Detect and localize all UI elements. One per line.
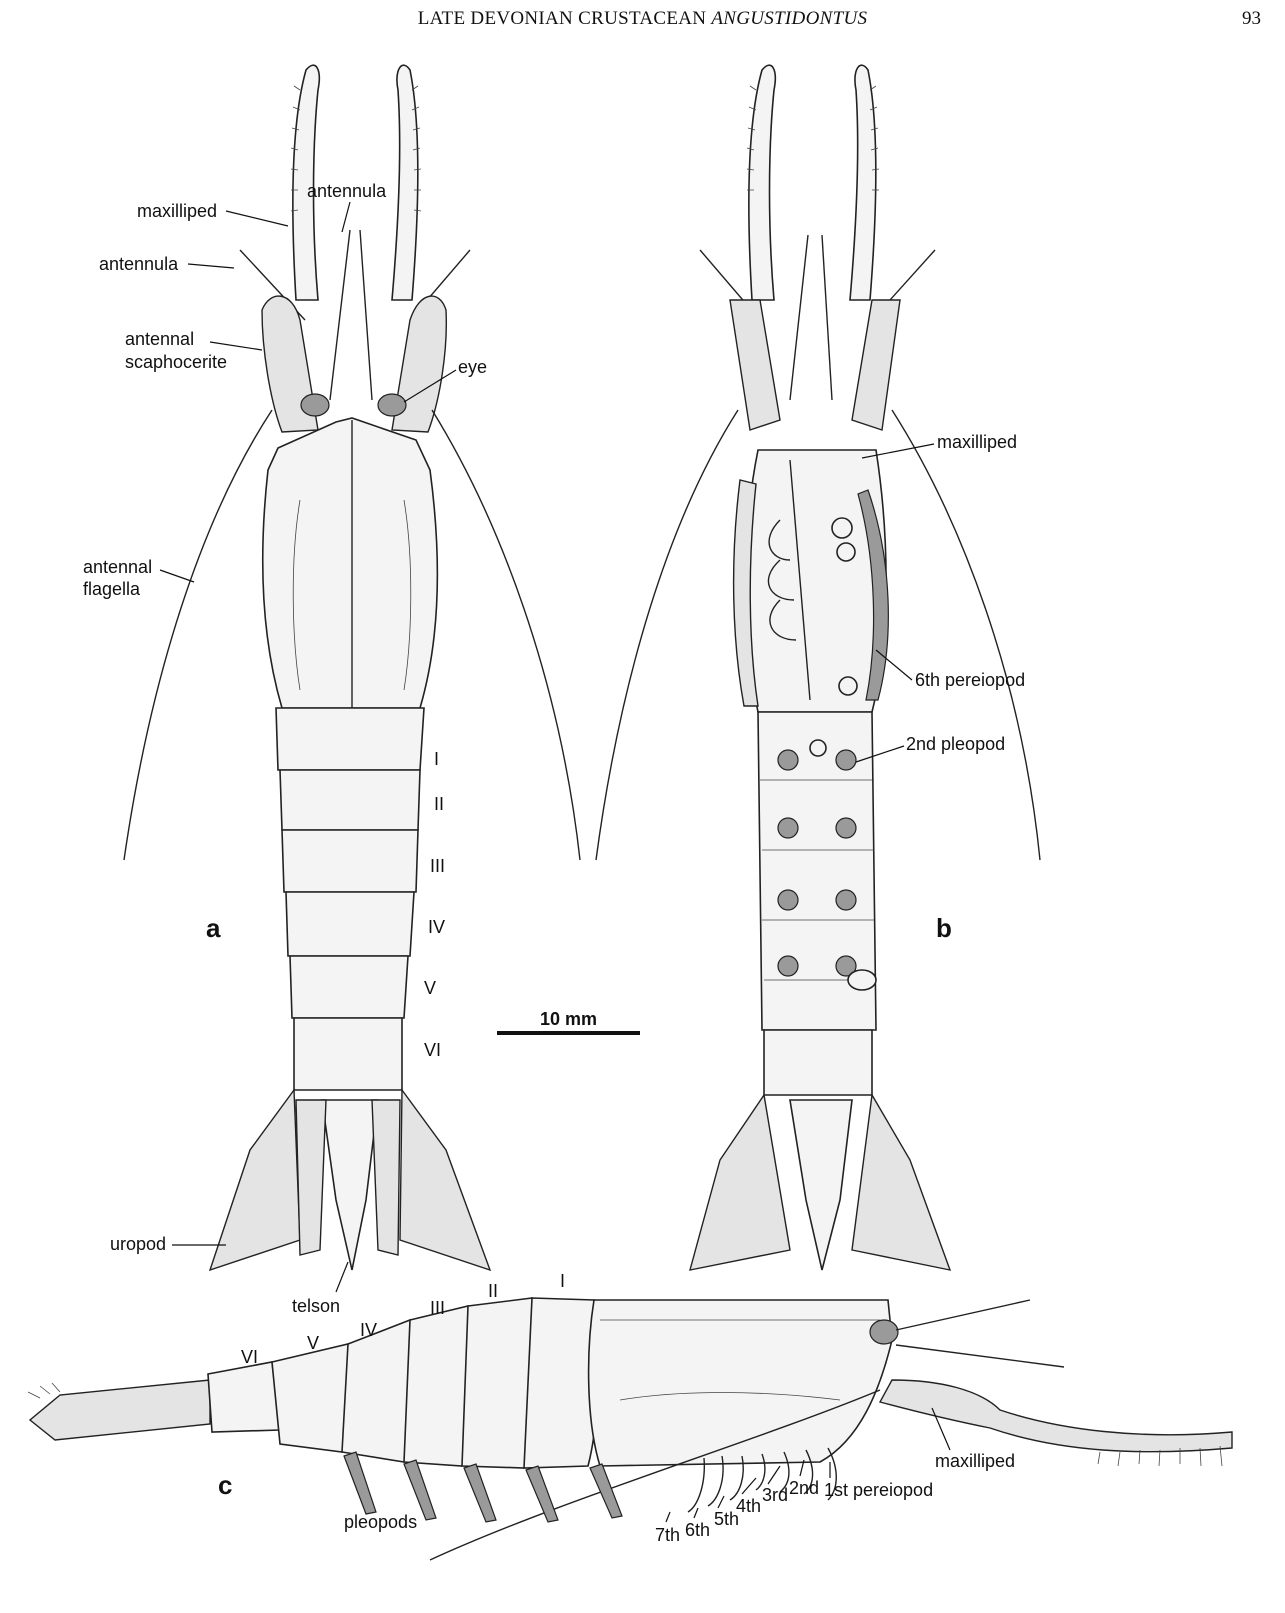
label-c-1st-pereiopod: 1st pereiopod <box>824 1480 933 1500</box>
label-c-segment-1: I <box>560 1271 565 1291</box>
scale-bar-label: 10 mm <box>540 1009 597 1029</box>
label-a-eye: eye <box>458 357 487 377</box>
label-c-maxilliped: maxilliped <box>935 1451 1015 1471</box>
label-b-6th-pereiopod: 6th pereiopod <box>915 670 1025 690</box>
label-c-7th: 7th <box>655 1525 680 1545</box>
label-c-3rd: 3rd <box>762 1485 788 1505</box>
label-c-segment-2: II <box>488 1281 498 1301</box>
label-a-segment-3: III <box>430 856 445 876</box>
running-title-genus: ANGUSTIDONTUS <box>711 8 868 29</box>
dorsal-view-drawing <box>123 64 581 1272</box>
label-c-2nd: 2nd <box>789 1478 819 1498</box>
lateral-view-drawing <box>27 1297 1233 1561</box>
running-title: LATE DEVONIAN CRUSTACEAN ANGUSTIDONTUS <box>0 8 1285 30</box>
label-c-segment-3: III <box>430 1298 445 1318</box>
label-a-segment-4: IV <box>428 917 445 937</box>
label-a-segment-2: II <box>434 794 444 814</box>
ventral-view-drawing <box>595 64 1041 1271</box>
label-a-antennal-scaphocerite-line1: antennal <box>125 329 194 349</box>
label-a-antennal-scaphocerite-line2: scaphocerite <box>125 352 227 372</box>
label-a-antennula-top: antennula <box>307 181 387 201</box>
label-a-segment-5: V <box>424 978 436 998</box>
label-b-maxilliped: maxilliped <box>937 432 1017 452</box>
label-c-segment-6: VI <box>241 1347 258 1367</box>
label-b-2nd-pleopod: 2nd pleopod <box>906 734 1005 754</box>
panel-label-a: a <box>206 913 221 943</box>
label-a-segment-1: I <box>434 749 439 769</box>
label-a-segment-6: VI <box>424 1040 441 1060</box>
label-a-uropod: uropod <box>110 1234 166 1254</box>
label-c-segment-4: IV <box>360 1320 377 1340</box>
label-a-telson: telson <box>292 1296 340 1316</box>
label-c-5th: 5th <box>714 1509 739 1529</box>
label-c-pleopods: pleopods <box>344 1512 417 1532</box>
page-number: 93 <box>1242 8 1261 29</box>
label-a-antennal-flagella-line2: flagella <box>83 579 141 599</box>
page-header: LATE DEVONIAN CRUSTACEAN ANGUSTIDONTUS 9… <box>0 8 1285 38</box>
label-a-antennal-flagella-line1: antennal <box>83 557 152 577</box>
label-a-antennula-left: antennula <box>99 254 179 274</box>
label-c-segment-5: V <box>307 1333 319 1353</box>
running-title-text: LATE DEVONIAN CRUSTACEAN <box>417 8 712 29</box>
panel-label-c: c <box>218 1470 232 1500</box>
panel-label-b: b <box>936 913 952 943</box>
label-a-maxilliped: maxilliped <box>137 201 217 221</box>
label-c-6th: 6th <box>685 1520 710 1540</box>
label-c-4th: 4th <box>736 1496 761 1516</box>
